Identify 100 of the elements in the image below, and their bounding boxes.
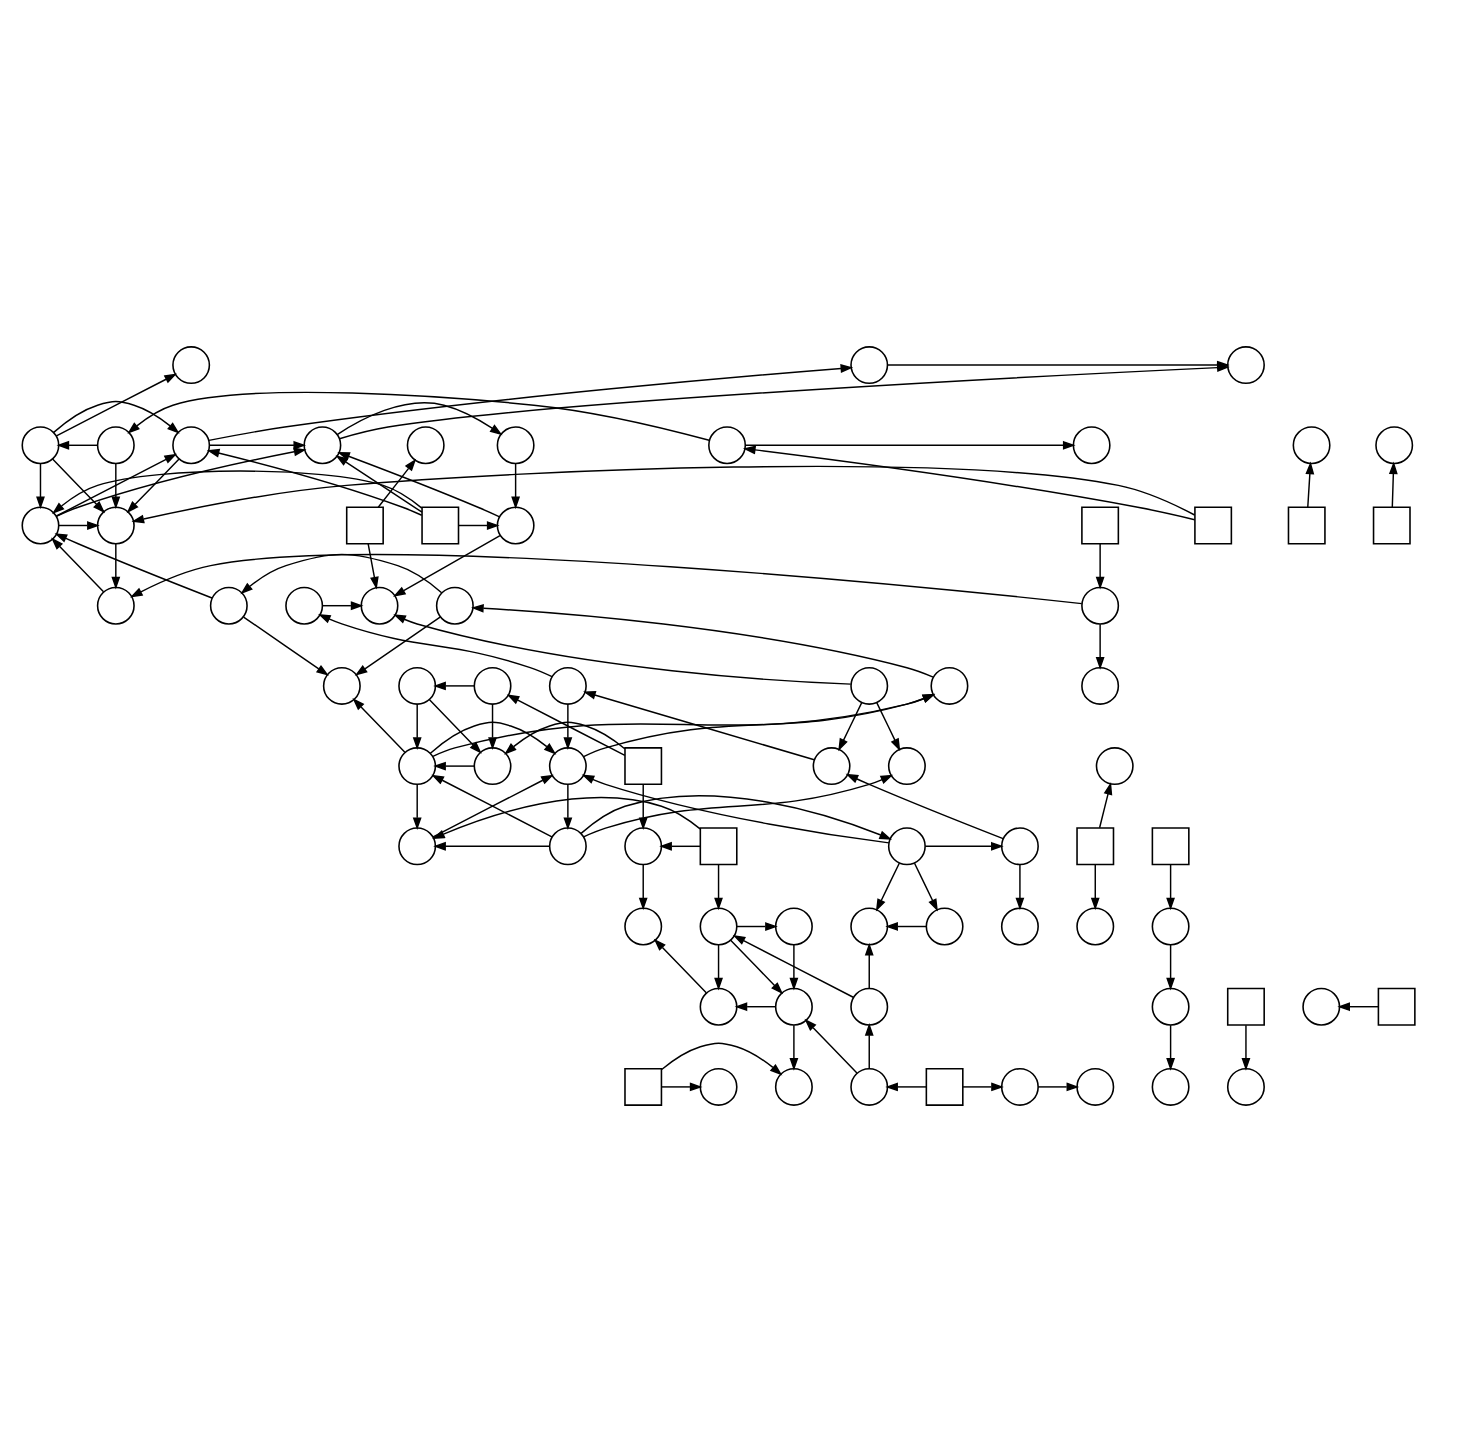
arrow [962,1081,1004,1091]
node-circle [548,746,587,785]
arrow [130,553,1083,604]
arrow [354,615,441,675]
arrow [111,462,121,509]
node-circle [1375,425,1414,464]
node-circle [322,665,361,704]
node-circle [1000,826,1039,865]
arrow [1337,1001,1380,1011]
arrow [885,921,927,930]
node-box [699,826,738,865]
arrow [659,840,701,850]
node-circle [1302,986,1341,1025]
node-circle [1076,1066,1115,1105]
node-circle [496,425,535,464]
node-circle [774,1066,813,1105]
arrow [580,794,892,839]
arrow [335,454,423,512]
arrow [1305,460,1315,507]
arrow [653,937,707,993]
arrow [511,462,521,509]
arrow [429,720,557,754]
arrow [1241,1023,1251,1070]
node-circle [699,1066,738,1105]
arrow [131,464,1196,523]
arrow [242,615,329,675]
node-circle [708,425,747,464]
arrow [367,542,379,589]
arrow [660,1041,783,1075]
arrow [1098,781,1113,828]
node-box [1377,986,1416,1025]
arrow [412,782,422,830]
node-box [421,505,460,544]
node-box [1076,826,1115,865]
node-circle [1226,1066,1265,1105]
arrow [111,542,121,589]
arrow [1095,622,1105,669]
arrow [1037,1081,1080,1091]
arrow [471,602,934,677]
arrow [240,552,443,594]
arrow [56,439,99,449]
node-box [1226,986,1265,1025]
node-circle [1081,665,1120,704]
node-box [1372,505,1411,544]
node-circle [1151,986,1190,1025]
arrow [36,462,45,509]
node-circle [172,425,211,464]
arrow [732,934,854,997]
arrow [55,446,307,517]
node-circle [624,826,663,865]
arrow [352,697,406,752]
arrow [433,680,475,690]
arrow [864,941,874,988]
arrow [1166,943,1176,990]
node-circle [96,585,135,624]
arrow [393,533,501,596]
node-circle [1072,425,1111,464]
arrow [337,451,501,517]
arrow [208,439,307,449]
node-circle [548,826,587,865]
node-circle [1151,1066,1190,1105]
arrow [433,760,475,770]
arrow [457,520,500,529]
arrow [206,447,423,515]
node-circle [850,345,889,384]
arrow [126,457,180,513]
arrow [913,861,938,911]
arrow [734,1001,777,1011]
arrow [53,399,180,433]
arrow [55,452,177,516]
arrow [428,697,482,753]
node-circle [473,665,512,704]
arrow [54,532,213,598]
arrow [51,457,106,513]
arrow [51,536,105,592]
arrow [714,943,723,990]
node-circle [1000,906,1039,945]
node-circle [774,986,813,1025]
arrow [412,702,422,749]
arrow [1095,542,1105,589]
node-circle [1292,425,1331,464]
arrow [729,938,784,994]
node-circle [285,585,324,624]
node-box [624,746,663,785]
node-circle [360,585,399,624]
node-circle [887,746,926,785]
node-circle [96,425,135,464]
arrow [804,1017,858,1073]
node-circle [21,505,60,544]
node-circle [925,906,964,945]
node-circle [699,986,738,1025]
arrow [55,372,177,436]
node-circle [812,746,851,785]
arrow [714,863,723,910]
arrow [789,1023,799,1070]
arrow [433,840,550,850]
node-circle [1151,906,1190,945]
node-box [624,1066,663,1105]
arrow [845,772,1004,839]
arrow [506,693,626,756]
